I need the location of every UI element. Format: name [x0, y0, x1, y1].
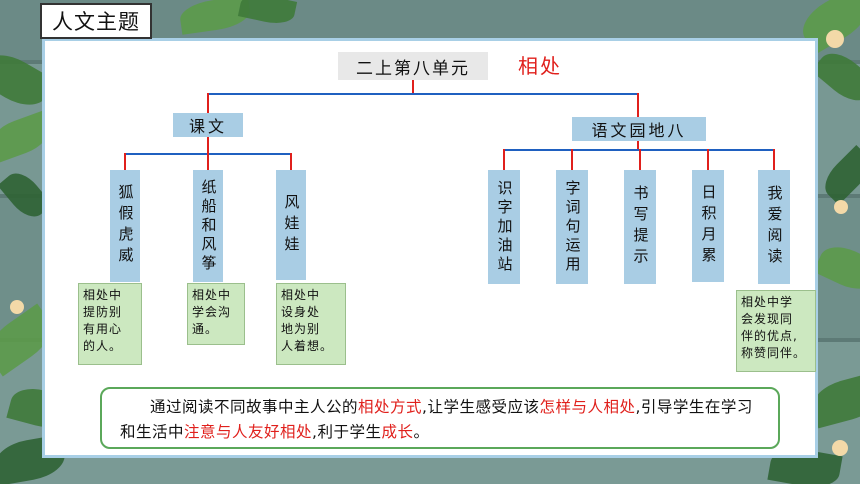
- note-fox: 相处中 提防别 有用心 的人。: [78, 283, 142, 365]
- garden-item-title: 字词句运用: [563, 179, 582, 275]
- note-paper-boat: 相处中 学会沟 通。: [187, 283, 245, 345]
- note-line: 提防别: [83, 305, 123, 319]
- connector-red: [503, 149, 505, 170]
- note-line: 会发现同: [741, 312, 794, 326]
- unit-title: 二上第八单元: [338, 52, 488, 80]
- note-wind: 相处中 设身处 地为别 人着想。: [276, 283, 346, 365]
- connector-red: [571, 149, 573, 170]
- connector-red: [639, 149, 641, 170]
- flower-decoration: [834, 200, 848, 214]
- summary-highlight: 怎样与人相处: [539, 398, 636, 416]
- note-line: 设身处: [281, 305, 321, 319]
- garden-item-literacy: 识字加油站: [488, 170, 520, 284]
- garden-item-title: 日积月累: [699, 184, 718, 268]
- note-reading: 相处中学 会发现同 伴的优点, 称赞同伴。: [736, 290, 816, 372]
- note-line: 的人。: [83, 339, 123, 353]
- summary-text: ,引导学生在学习和生活中: [120, 398, 753, 441]
- category-lessons: 课文: [173, 113, 243, 137]
- garden-item-words: 字词句运用: [556, 170, 588, 284]
- note-line: 相处中学: [741, 295, 794, 309]
- summary-highlight: 相处方式: [358, 398, 423, 416]
- category-garden: 语文园地八: [572, 117, 706, 141]
- connector-red: [773, 149, 775, 170]
- garden-item-reading: 我爱阅读: [758, 170, 790, 284]
- connector-red: [637, 141, 639, 150]
- lesson-title: 狐假虎威: [116, 184, 135, 268]
- lesson-paper-boat: 纸船和风筝: [193, 170, 223, 282]
- connector-red: [290, 153, 292, 170]
- summary-text: ,利于学生: [312, 423, 382, 441]
- note-line: 相处中: [192, 288, 232, 302]
- note-line: 相处中: [83, 288, 123, 302]
- summary-text: 。: [413, 423, 430, 441]
- summary-text: 通过阅读不同故事中主人公的: [150, 398, 359, 416]
- note-line: 称赞同伴。: [741, 346, 807, 360]
- note-line: 相处中: [281, 288, 321, 302]
- connector-red: [707, 149, 709, 170]
- garden-item-title: 书写提示: [631, 185, 650, 269]
- note-line: 伴的优点,: [741, 329, 798, 343]
- theme-word: 相处: [518, 54, 562, 78]
- note-line: 人着想。: [281, 339, 334, 353]
- connector-red: [637, 93, 639, 117]
- connector-red: [124, 153, 126, 170]
- flower-decoration: [826, 30, 844, 48]
- flower-decoration: [10, 300, 24, 314]
- garden-item-title: 我爱阅读: [765, 185, 784, 269]
- connector-red: [207, 137, 209, 154]
- garden-item-accumulation: 日积月累: [692, 170, 724, 282]
- garden-item-writing: 书写提示: [624, 170, 656, 284]
- summary-box: 通过阅读不同故事中主人公的相处方式,让学生感受应该怎样与人相处,引导学生在学习和…: [100, 387, 780, 449]
- connector-red: [207, 153, 209, 170]
- note-line: 通。: [192, 322, 219, 336]
- lesson-title: 纸船和风筝: [199, 178, 218, 274]
- garden-item-title: 识字加油站: [495, 179, 514, 275]
- connector-red: [412, 80, 414, 94]
- note-line: 地为别: [281, 322, 321, 336]
- note-line: 学会沟: [192, 305, 232, 319]
- connector-red: [207, 93, 209, 113]
- summary-highlight: 注意与人友好相处: [184, 423, 313, 441]
- note-line: 有用心: [83, 322, 123, 336]
- section-tag: 人文主题: [40, 3, 152, 39]
- lesson-wind: 风娃娃: [276, 170, 306, 280]
- lesson-title: 风娃娃: [282, 193, 301, 257]
- flower-decoration: [832, 440, 848, 456]
- lesson-fox: 狐假虎威: [110, 170, 140, 282]
- connector-blue: [207, 93, 639, 95]
- summary-text: ,让学生感受应该: [422, 398, 540, 416]
- summary-highlight: 成长: [381, 423, 414, 441]
